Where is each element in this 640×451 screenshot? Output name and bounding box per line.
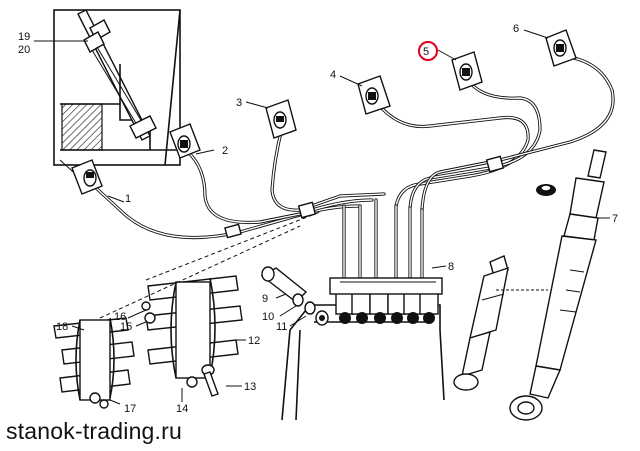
callout-2: 2 — [222, 145, 228, 157]
callout-17: 17 — [124, 403, 136, 415]
injector — [509, 149, 607, 421]
watermark-text: stanok-trading.ru — [6, 418, 182, 444]
callout-1: 1 — [125, 193, 131, 205]
callout-8: 8 — [448, 261, 454, 273]
callout-3: 3 — [236, 97, 242, 109]
callout-13: 13 — [244, 381, 256, 393]
injector-connection-4 — [357, 75, 391, 115]
injector-connection-2 — [169, 123, 201, 159]
inset-detail — [53, 9, 181, 166]
callout-6: 6 — [513, 23, 519, 35]
leader-lines — [34, 29, 610, 405]
injection-pump — [281, 277, 445, 421]
injector-connection-3 — [265, 99, 297, 139]
injector-connection-6 — [545, 29, 577, 67]
callout-16: 16 — [114, 311, 126, 323]
callout-20: 20 — [18, 44, 30, 56]
banjo-bolt — [260, 266, 329, 326]
callout-labels: 19 20 1 2 3 4 5 6 7 8 9 10 11 12 13 14 1… — [18, 23, 618, 415]
injector-connection-5 — [451, 51, 483, 91]
callout-19: 19 — [18, 31, 30, 43]
delivery-valve-detail — [453, 255, 548, 391]
callout-11: 11 — [276, 321, 287, 333]
delivery-valves — [335, 291, 439, 324]
callout-9: 9 — [262, 293, 268, 305]
clamp-screw — [201, 364, 219, 397]
callout-7: 7 — [612, 213, 618, 225]
callout-14: 14 — [176, 403, 188, 415]
callout-5: 5 — [423, 46, 429, 58]
clamp-assembly-left — [53, 317, 135, 409]
callout-15: 15 — [120, 321, 132, 333]
clamp-assembly-right — [141, 275, 243, 388]
callout-10: 10 — [262, 311, 274, 323]
callout-4: 4 — [330, 69, 336, 81]
injector-connection-1 — [71, 159, 103, 195]
highlight-circle — [418, 41, 438, 61]
callout-12: 12 — [248, 335, 260, 347]
fuel-pipes — [94, 54, 615, 287]
callout-18: 18 — [56, 321, 68, 333]
